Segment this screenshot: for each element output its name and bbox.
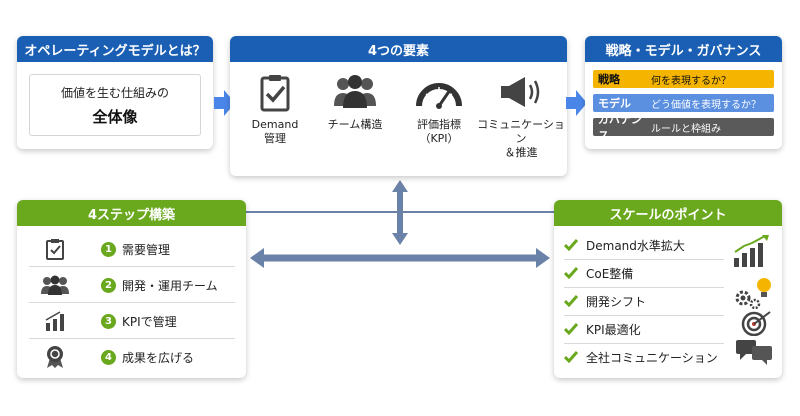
scale-point-label: 全社コミュニケーション [586,350,718,365]
divider [564,343,724,344]
right-arrow-icon [214,90,235,116]
divider [564,287,724,288]
operating-model-line2: 全体像 [92,107,138,126]
step-number-badge: 2 [101,277,116,293]
four-steps-title: 4ステップ構築 [17,200,246,226]
four-elements-title: 4つの要素 [230,36,567,62]
scale-points-title: スケールのポイント [554,200,782,226]
scale-point-item: 全社コミュニケーション [564,344,724,370]
strategy-row-value: ルールと枠組み [651,123,721,135]
scale-point-item: KPI最適化 [564,316,724,342]
step-label: KPIで管理 [122,314,177,329]
operating-model-line1: 価値を生む仕組みの [60,85,169,100]
divider [29,338,235,339]
award-ribbon-icon [47,346,63,368]
strategy-row-key: モデル [598,97,631,110]
check-icon [564,267,578,279]
chat-bubbles-icon [736,340,772,365]
strategy-title: 戦略・モデル・ガバナンス [585,36,782,62]
element-kpi: 評価指標 （KPI） [394,72,484,146]
step-label: 需要管理 [122,242,171,257]
scale-point-label: 開発シフト [586,294,647,309]
down-arrow-icon [392,233,408,245]
step-label: 成果を広げる [122,350,195,365]
scale-point-item: 開発シフト [564,288,724,314]
gauge-icon [416,83,462,109]
step-label: 開発・運用チーム [122,278,218,293]
bar-chart-icon [45,311,64,331]
strategy-row-model: モデル どう価値を表現するか？ [593,94,774,112]
scale-point-label: Demand水準拡大 [586,238,685,253]
divider [29,266,235,267]
element-kpi-label: 評価指標 （KPI） [417,118,461,145]
elements-row: Demand 管理 チーム構造 評価指標 （KPI） [230,62,567,176]
left-arrow-icon [250,248,264,268]
divider [564,315,724,316]
right-arrow-icon [536,248,550,268]
team-icon [334,75,376,108]
strategy-row-value: どう価値を表現するか？ [651,99,761,111]
operating-model-card: オペレーティングモデルとは？ 価値を生む仕組みの 全体像 [17,36,213,149]
strategy-row-key: 戦略 [598,73,620,86]
step-number-badge: 1 [101,241,116,257]
check-icon [564,351,578,363]
element-demand: Demand 管理 [230,72,320,146]
strategy-card: 戦略・モデル・ガバナンス 戦略 何を表現するか？ モデル どう価値を表現するか？… [585,36,782,149]
check-icon [564,295,578,307]
growth-chart-icon [734,235,769,267]
element-demand-label: Demand 管理 [251,118,299,145]
four-steps-card: 4ステップ構築 1 需要管理 2 開発・運用チーム [17,200,246,378]
clipboard-check-icon [260,75,290,112]
right-arrow-icon [566,90,587,116]
strategy-row-strategy: 戦略 何を表現するか？ [593,70,774,88]
element-team-label: チーム構造 [327,118,383,131]
element-team: チーム構造 [310,72,400,132]
gears-lightbulb-icon [735,278,771,310]
target-icon [741,311,771,336]
step-number-badge: 3 [101,313,116,329]
step-item-2: 2 開発・運用チーム [29,268,235,302]
check-icon [564,239,578,251]
step-item-4: 4 成果を広げる [29,340,235,374]
strategy-row-value: 何を表現するか？ [651,75,731,87]
operating-model-summary-box: 価値を生む仕組みの 全体像 [29,74,201,136]
step-number-badge: 4 [101,349,116,365]
step-item-1: 1 需要管理 [29,232,235,266]
divider [29,302,235,303]
step-item-3: 3 KPIで管理 [29,304,235,338]
divider [564,259,724,260]
strategy-row-key: ガバナンス [598,113,642,142]
scale-point-label: KPI最適化 [586,322,641,337]
up-arrow-icon [392,180,408,192]
scale-point-item: Demand水準拡大 [564,232,724,258]
check-icon [564,323,578,335]
scale-points-card: スケールのポイント Demand水準拡大 CoE整備 開発シフト KPI最適化 … [554,200,782,378]
team-icon [41,275,69,295]
element-communication-label: コミュニケーション ＆推進 [477,118,565,159]
megaphone-icon [501,77,540,107]
clipboard-icon [46,239,64,260]
operating-model-title: オペレーティングモデルとは？ [17,36,213,62]
scale-point-label: CoE整備 [586,266,634,281]
element-communication: コミュニケーション ＆推進 [476,72,566,160]
four-elements-card: 4つの要素 Demand 管理 チーム構造 [230,36,567,176]
scale-point-item: CoE整備 [564,260,724,286]
strategy-row-governance: ガバナンス ルールと枠組み [593,113,774,142]
